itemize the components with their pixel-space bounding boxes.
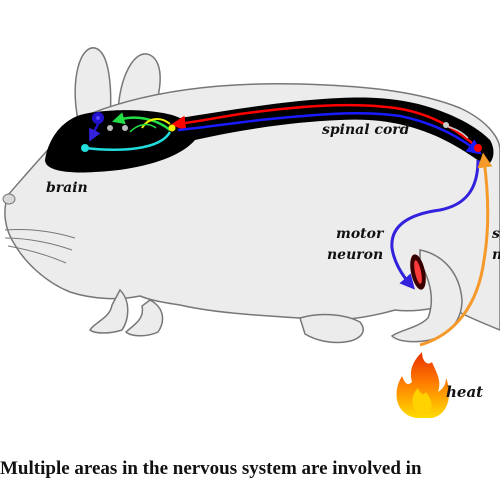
label-spinal-cord: spinal cord	[322, 122, 410, 138]
rat-hind-leg-right	[390, 249, 463, 343]
rat-whiskers	[4, 229, 76, 264]
rat-front-leg-right	[124, 299, 164, 337]
rat-front-leg-left	[89, 288, 129, 334]
label-sensory-neuron-partial: n	[492, 247, 500, 263]
sensory-neuron-nerve	[419, 152, 493, 347]
label-brain: brain	[46, 180, 88, 196]
figure-caption: Multiple areas in the nervous system are…	[0, 458, 422, 479]
rat-nose	[2, 193, 16, 205]
brain-circuits	[81, 112, 176, 152]
motor-neuron-nerve	[390, 159, 480, 290]
sensory-pathway-ascending	[170, 103, 479, 149]
flame-icon	[396, 352, 450, 418]
rat-hind-leg-left	[299, 313, 364, 344]
central-nervous-system	[45, 97, 494, 173]
label-sensory-partial: s	[492, 226, 500, 242]
label-motor: motor	[336, 226, 385, 242]
rat-ear-left	[74, 47, 112, 121]
leg-muscle-highlight	[414, 260, 422, 284]
spinal-neurons	[443, 122, 482, 152]
motor-pathway-descending	[177, 112, 482, 155]
label-heat: heat	[446, 383, 483, 401]
label-neuron: neuron	[327, 247, 383, 263]
